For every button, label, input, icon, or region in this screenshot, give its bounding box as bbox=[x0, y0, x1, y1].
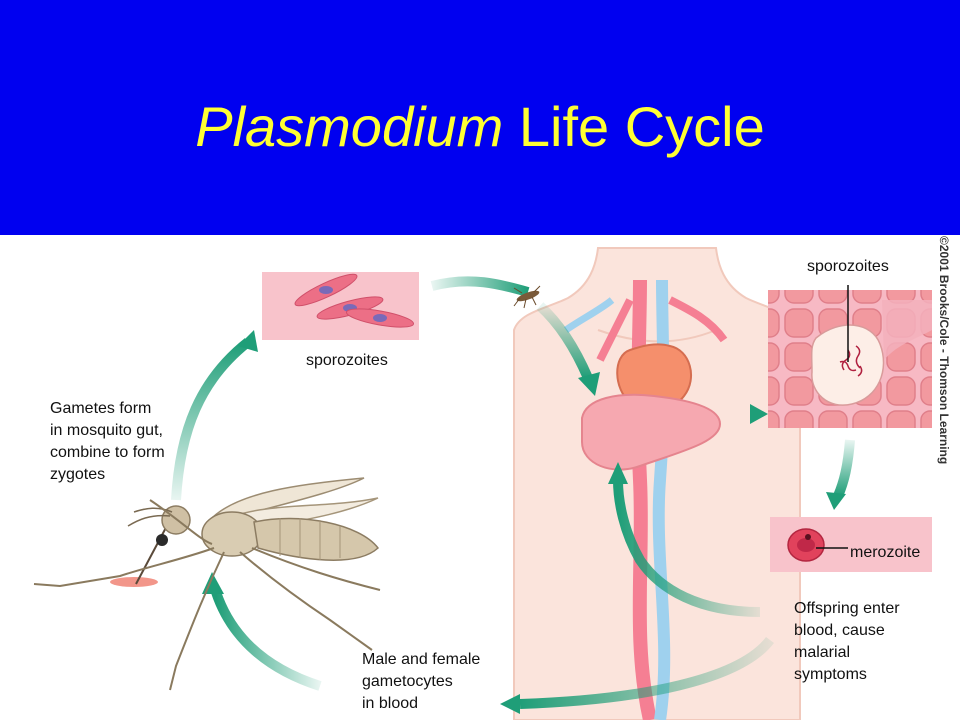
page-title: Plasmodium Life Cycle bbox=[0, 92, 960, 162]
arrowhead-bite-to-liver bbox=[578, 372, 600, 396]
arrowhead-blood-to-gametocytes bbox=[500, 694, 520, 714]
title-banner: Plasmodium Life Cycle bbox=[0, 0, 960, 235]
liver-cell-panel bbox=[768, 290, 932, 428]
arrow-gametocytes-to-mosquito bbox=[211, 590, 322, 691]
label-gametocytes-line-1: Male and female bbox=[362, 651, 481, 668]
life-cycle-diagram bbox=[33, 247, 932, 720]
blood-vessels bbox=[563, 279, 728, 720]
mosquito-illustration bbox=[33, 477, 381, 691]
label-gametes-line-4: zygotes bbox=[50, 466, 106, 483]
copyright-credit: ©2001 Brooks/Cole - Thomson Learning bbox=[937, 236, 951, 465]
label-offspring: Offspring enter blood, cause malarial sy… bbox=[794, 598, 900, 686]
title-rest: Life Cycle bbox=[503, 95, 765, 158]
arrow-blood-to-gametocytes bbox=[519, 636, 774, 709]
label-merozoite: merozoite bbox=[850, 544, 921, 561]
label-offspring-line-1: Offspring enter bbox=[794, 600, 900, 617]
arrow-cells-to-merozoite bbox=[833, 439, 855, 498]
arrow-bite-to-liver bbox=[536, 302, 593, 380]
arrow-gut-to-sporozoites bbox=[171, 338, 252, 501]
arrowhead-blood-to-liver bbox=[608, 462, 628, 484]
label-offspring-line-3: malarial bbox=[794, 644, 851, 661]
label-gametocytes-line-2: gametocytes bbox=[362, 673, 453, 690]
sporozoite-cells bbox=[294, 273, 415, 328]
label-gametes-line-3: combine to form bbox=[50, 444, 165, 461]
sporozoite-nucleus bbox=[319, 286, 333, 294]
label-gametocytes: Male and female gametocytes in blood bbox=[362, 649, 480, 715]
sporozoite-nucleus bbox=[373, 314, 387, 322]
arrow-sporozoites-to-human bbox=[430, 276, 530, 297]
heart-organ bbox=[616, 343, 693, 411]
label-sporozoites-right: sporozoites bbox=[807, 258, 889, 275]
label-gametes-line-1: Gametes form bbox=[50, 400, 152, 417]
label-gametocytes-line-3: in blood bbox=[362, 695, 419, 712]
arrowhead-gut-to-sporozoites bbox=[238, 330, 258, 352]
small-mosquito-icon bbox=[513, 285, 541, 309]
sporozoite-panel-top bbox=[262, 272, 419, 340]
label-offspring-line-2: blood, cause bbox=[794, 622, 885, 639]
label-gametes-line-2: in mosquito gut, bbox=[50, 422, 163, 439]
arrowhead-cells-to-merozoite bbox=[826, 492, 846, 510]
label-sporozoites-top: sporozoites bbox=[306, 352, 388, 369]
merozoite-panel bbox=[770, 517, 932, 572]
title-italic: Plasmodium bbox=[195, 95, 504, 158]
liver-organ bbox=[581, 393, 722, 471]
cycle-arrows bbox=[171, 276, 855, 714]
arrow-blood-to-liver bbox=[613, 479, 761, 617]
label-offspring-line-4: symptoms bbox=[794, 666, 867, 683]
arrowhead-liver-to-cells bbox=[750, 404, 768, 424]
label-gametes: Gametes form in mosquito gut, combine to… bbox=[50, 398, 165, 486]
